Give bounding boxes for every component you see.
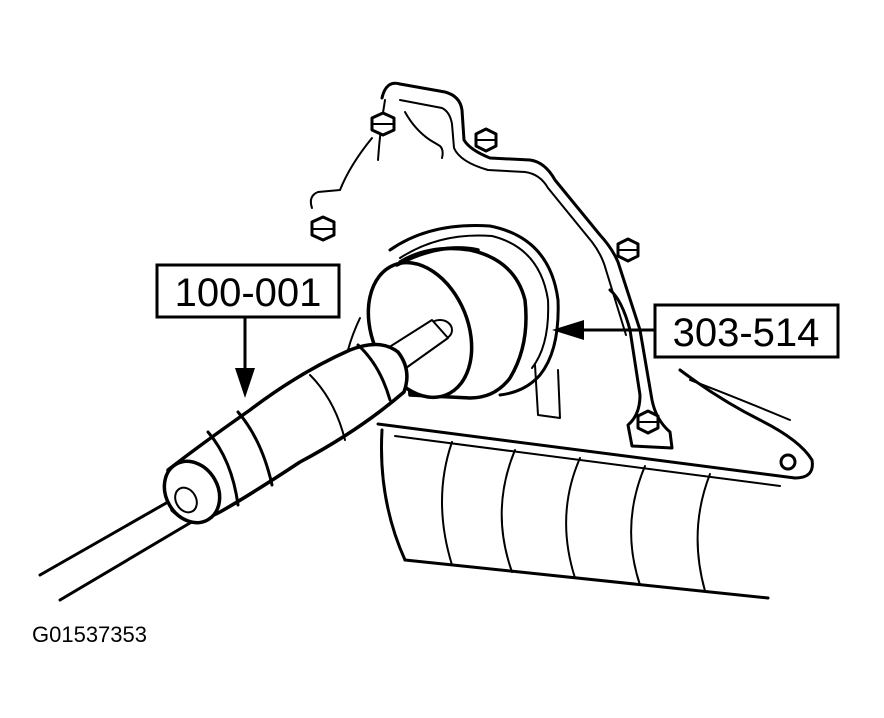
callout-box-installer — [653, 303, 840, 359]
cover-top-recess — [404, 111, 444, 159]
cover-bolts — [310, 111, 660, 435]
handle-ring-4 — [356, 343, 392, 402]
block-right-bracket — [678, 368, 814, 480]
callout-label-installer: 303-514 — [673, 311, 820, 355]
block-left-curve — [380, 428, 407, 562]
callout-box-handle — [155, 263, 341, 319]
callout-label-handle: 100-001 — [175, 271, 322, 315]
block-rib-1 — [441, 441, 453, 566]
cover-inner-outline — [399, 99, 627, 336]
seal-bore-outer-ring — [388, 224, 560, 397]
callout-arrow-installer — [552, 320, 584, 340]
seal-bore-inner-ring — [399, 234, 550, 369]
block-rib-2 — [500, 449, 516, 573]
handle-ring-2 — [236, 410, 274, 487]
bolt-upper-right — [474, 127, 498, 153]
seal-bore — [388, 224, 560, 397]
handle-rod-end — [174, 486, 198, 514]
tool-handle — [38, 319, 449, 602]
engine-block — [376, 364, 814, 600]
callout-100-001: 100-001 — [155, 263, 341, 398]
handle-ring-3 — [309, 374, 346, 441]
bolt-top — [370, 111, 396, 137]
block-rib-4 — [630, 465, 646, 586]
block-top-edge — [376, 422, 797, 480]
block-right-detail — [689, 379, 791, 421]
block-rib-5 — [696, 473, 711, 592]
handle-ring-1 — [206, 430, 240, 507]
callout-303-514: 303-514 — [552, 303, 840, 359]
block-top-edge-inner — [394, 435, 781, 487]
cover-lower-left-edge — [347, 317, 361, 351]
bolt-lower-right — [636, 409, 660, 435]
handle-grip — [166, 342, 409, 522]
bolt-right — [616, 237, 640, 263]
cover-lower-tab — [534, 364, 561, 419]
block-rib-3 — [565, 457, 581, 579]
handle-rod-lower-edge — [58, 518, 197, 602]
seal-retainer-cover — [309, 81, 674, 450]
installer-top-edge — [395, 246, 480, 267]
block-bottom-edge — [403, 558, 770, 600]
handle-rod-upper-edge — [38, 496, 177, 577]
block-bolt-hole — [779, 453, 797, 471]
callout-arrow-handle — [235, 368, 255, 398]
cover-outer-outline — [380, 81, 674, 450]
bolt-left — [310, 215, 336, 242]
cover-left-arm — [309, 137, 373, 209]
figure-id-label: G01537353 — [32, 622, 147, 647]
